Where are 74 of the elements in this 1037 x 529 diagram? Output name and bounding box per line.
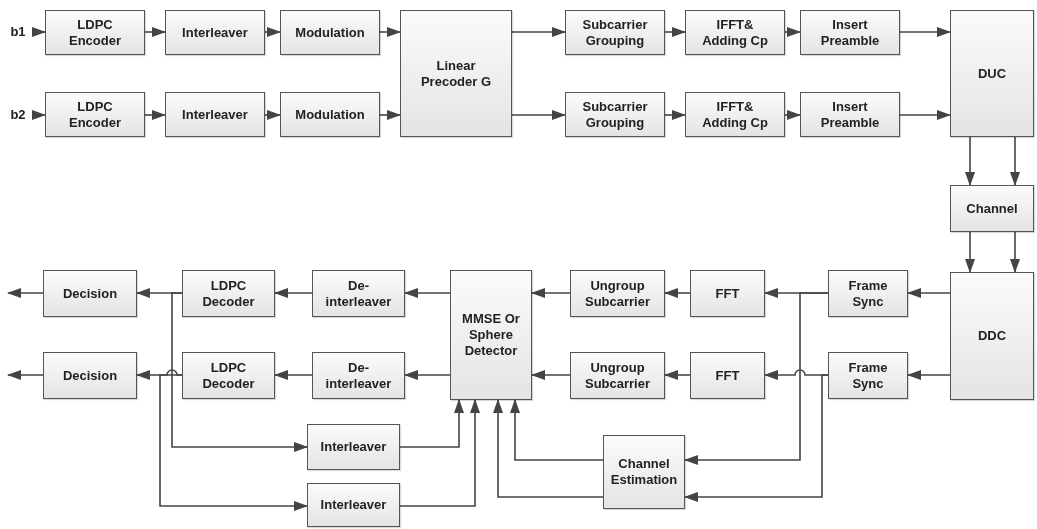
- process-block: FFT: [690, 270, 765, 317]
- process-block: FFT: [690, 352, 765, 399]
- arrow: [274, 288, 313, 298]
- process-block: Subcarrier Grouping: [565, 10, 665, 55]
- arrow: [379, 27, 401, 37]
- arrow: [784, 110, 801, 120]
- arrow: [510, 399, 604, 461]
- process-block: Decision: [43, 270, 137, 317]
- process-block: De- interleaver: [312, 352, 405, 399]
- input-label: b1: [4, 22, 32, 42]
- arrow: [965, 136, 975, 186]
- arrow: [907, 288, 951, 298]
- arrow: [7, 370, 44, 380]
- arrow: [907, 370, 951, 380]
- arrow: [404, 370, 451, 380]
- process-block: MMSE Or Sphere Detector: [450, 270, 532, 400]
- arrow: [144, 110, 166, 120]
- input-label: b2: [4, 105, 32, 125]
- process-block: Ungroup Subcarrier: [570, 270, 665, 317]
- arrow: [493, 399, 604, 498]
- process-block: Decision: [43, 352, 137, 399]
- process-block: IFFT& Adding Cp: [685, 10, 785, 55]
- arrow: [899, 110, 951, 120]
- process-block: Insert Preamble: [800, 92, 900, 137]
- arrow: [171, 292, 308, 452]
- arrow: [784, 27, 801, 37]
- process-block: Channel: [950, 185, 1034, 232]
- process-block: DUC: [950, 10, 1034, 137]
- arrow: [1010, 136, 1020, 186]
- process-block: Interleaver: [165, 10, 265, 55]
- arrow: [511, 110, 566, 120]
- process-block: Subcarrier Grouping: [565, 92, 665, 137]
- process-block: LDPC Decoder: [182, 352, 275, 399]
- arrow: [31, 110, 46, 120]
- arrow: [664, 110, 686, 120]
- process-block: Modulation: [280, 10, 380, 55]
- process-block: Frame Sync: [828, 270, 908, 317]
- process-block: LDPC Decoder: [182, 270, 275, 317]
- arrow: [511, 27, 566, 37]
- process-block: IFFT& Adding Cp: [685, 92, 785, 137]
- process-block: LDPC Encoder: [45, 92, 145, 137]
- process-block: Frame Sync: [828, 352, 908, 399]
- arrow: [404, 288, 451, 298]
- process-block: Interleaver: [307, 483, 400, 527]
- arrow: [531, 370, 571, 380]
- arrow: [31, 27, 46, 37]
- process-block: LDPC Encoder: [45, 10, 145, 55]
- arrow: [684, 292, 829, 465]
- arrow: [399, 399, 480, 507]
- process-block: Interleaver: [307, 424, 400, 470]
- arrow: [144, 27, 166, 37]
- process-block: DDC: [950, 272, 1034, 400]
- process-block: Linear Precoder G: [400, 10, 512, 137]
- arrow: [159, 374, 308, 511]
- process-block: Channel Estimation: [603, 435, 685, 509]
- arrow: [684, 374, 829, 502]
- arrow: [379, 110, 401, 120]
- arrow: [664, 288, 691, 298]
- process-block: Insert Preamble: [800, 10, 900, 55]
- arrow: [531, 288, 571, 298]
- arrow: [664, 27, 686, 37]
- arrow: [264, 110, 281, 120]
- arrow: [274, 370, 313, 380]
- arrow: [899, 27, 951, 37]
- arrow: [965, 231, 975, 273]
- arrow: [7, 288, 44, 298]
- process-block: De- interleaver: [312, 270, 405, 317]
- arrow: [664, 370, 691, 380]
- process-block: Interleaver: [165, 92, 265, 137]
- arrow: [399, 399, 464, 448]
- arrow: [1010, 231, 1020, 273]
- process-block: Ungroup Subcarrier: [570, 352, 665, 399]
- arrow: [264, 27, 281, 37]
- process-block: Modulation: [280, 92, 380, 137]
